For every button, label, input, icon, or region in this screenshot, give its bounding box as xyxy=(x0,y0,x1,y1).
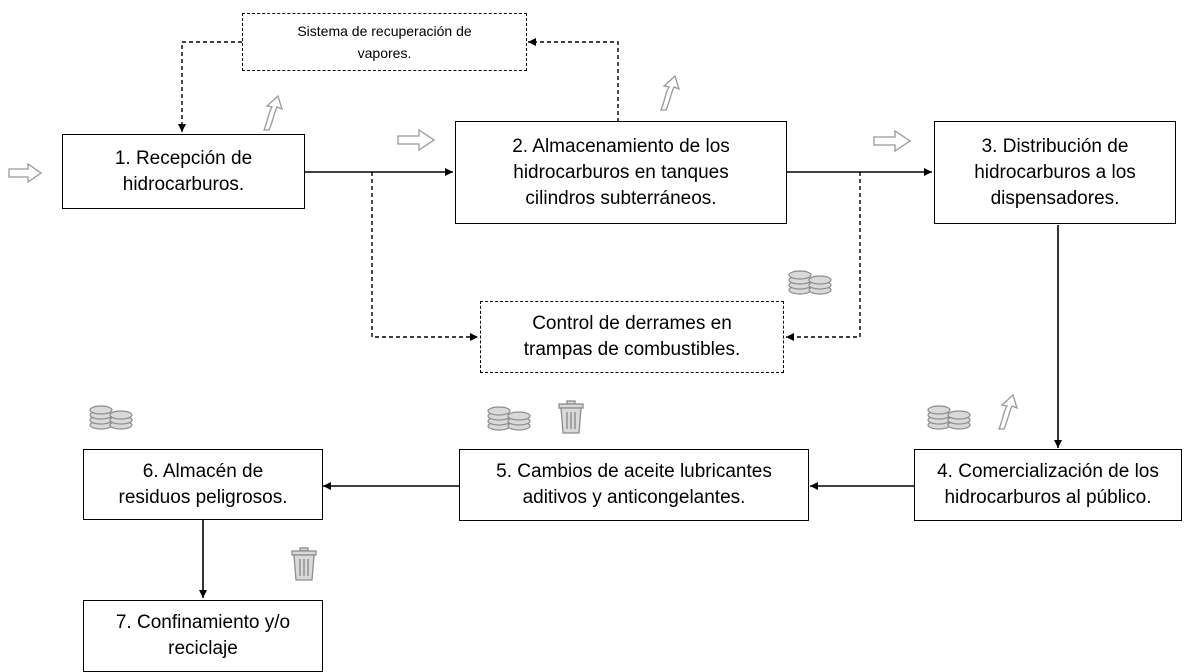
emission-arrow-icon xyxy=(998,394,1019,430)
emission-arrow-icon xyxy=(263,95,284,131)
node-distribucion: 3. Distribución de hidrocarburos a los d… xyxy=(934,121,1176,224)
node-recepcion: 1. Recepción de hidrocarburos. xyxy=(62,134,305,209)
trash-can-icon xyxy=(291,547,317,581)
trash-can-icon xyxy=(558,400,584,434)
node-label-line: trampas de combustibles. xyxy=(523,339,741,360)
node-almacen-residuos: 6. Almacén de residuos peligrosos. xyxy=(83,449,323,520)
edge-2-to-derrames xyxy=(786,172,861,341)
edge-2-to-vapores xyxy=(528,38,619,122)
node-label-line: hidrocarburos en tanques xyxy=(513,161,729,183)
node-label-line: cilindros subterráneos. xyxy=(525,187,717,209)
node-comercializacion: 4. Comercialización de los hidrocarburos… xyxy=(914,449,1182,521)
edge-1-to-derrames xyxy=(371,172,478,341)
node-almacenamiento: 2. Almacenamiento de los hidrocarburos e… xyxy=(455,121,787,224)
node-label-line: Sistema de recuperación de xyxy=(297,23,472,39)
node-label-line: vapores. xyxy=(357,45,412,61)
node-label-line: hidrocarburos al público. xyxy=(944,487,1152,508)
node-label-line: 2. Almacenamiento de los xyxy=(512,135,730,157)
node-label-line: 5. Cambios de aceite lubricantes xyxy=(496,461,772,482)
node-label-line: hidrocarburos a los xyxy=(974,161,1136,183)
input-arrow-icon xyxy=(8,163,42,183)
node-label-line: 1. Recepción de xyxy=(114,147,253,169)
coins-icon xyxy=(927,405,971,430)
node-label-line: 3. Distribución de xyxy=(981,135,1129,157)
node-label-line: 6. Almacén de xyxy=(142,460,264,482)
node-label-line: hidrocarburos. xyxy=(122,173,245,195)
coins-icon xyxy=(788,270,832,295)
input-arrow-icon xyxy=(873,130,911,152)
input-arrow-icon xyxy=(397,129,435,151)
node-label-line: reciclaje xyxy=(168,638,238,659)
node-recuperacion-vapores: Sistema de recuperación de vapores. xyxy=(242,13,527,71)
node-label-line: Control de derrames en xyxy=(532,313,732,334)
node-cambios-aceite: 5. Cambios de aceite lubricantes aditivo… xyxy=(459,449,809,521)
node-label-line: dispensadores. xyxy=(990,187,1120,209)
node-label-line: aditivos y anticongelantes. xyxy=(522,487,746,508)
edge-vapores-to-1 xyxy=(178,41,242,132)
node-label-line: residuos peligrosos. xyxy=(118,486,288,508)
node-confinamiento: 7. Confinamiento y/o reciclaje xyxy=(83,600,323,672)
coins-icon xyxy=(89,405,133,430)
emission-arrow-icon xyxy=(660,75,681,111)
node-label-line: 7. Confinamiento y/o xyxy=(115,612,291,633)
node-label-line: 4. Comercialización de los xyxy=(937,461,1159,482)
coins-icon xyxy=(487,406,531,431)
node-control-derrames: Control de derrames en trampas de combus… xyxy=(480,301,784,373)
